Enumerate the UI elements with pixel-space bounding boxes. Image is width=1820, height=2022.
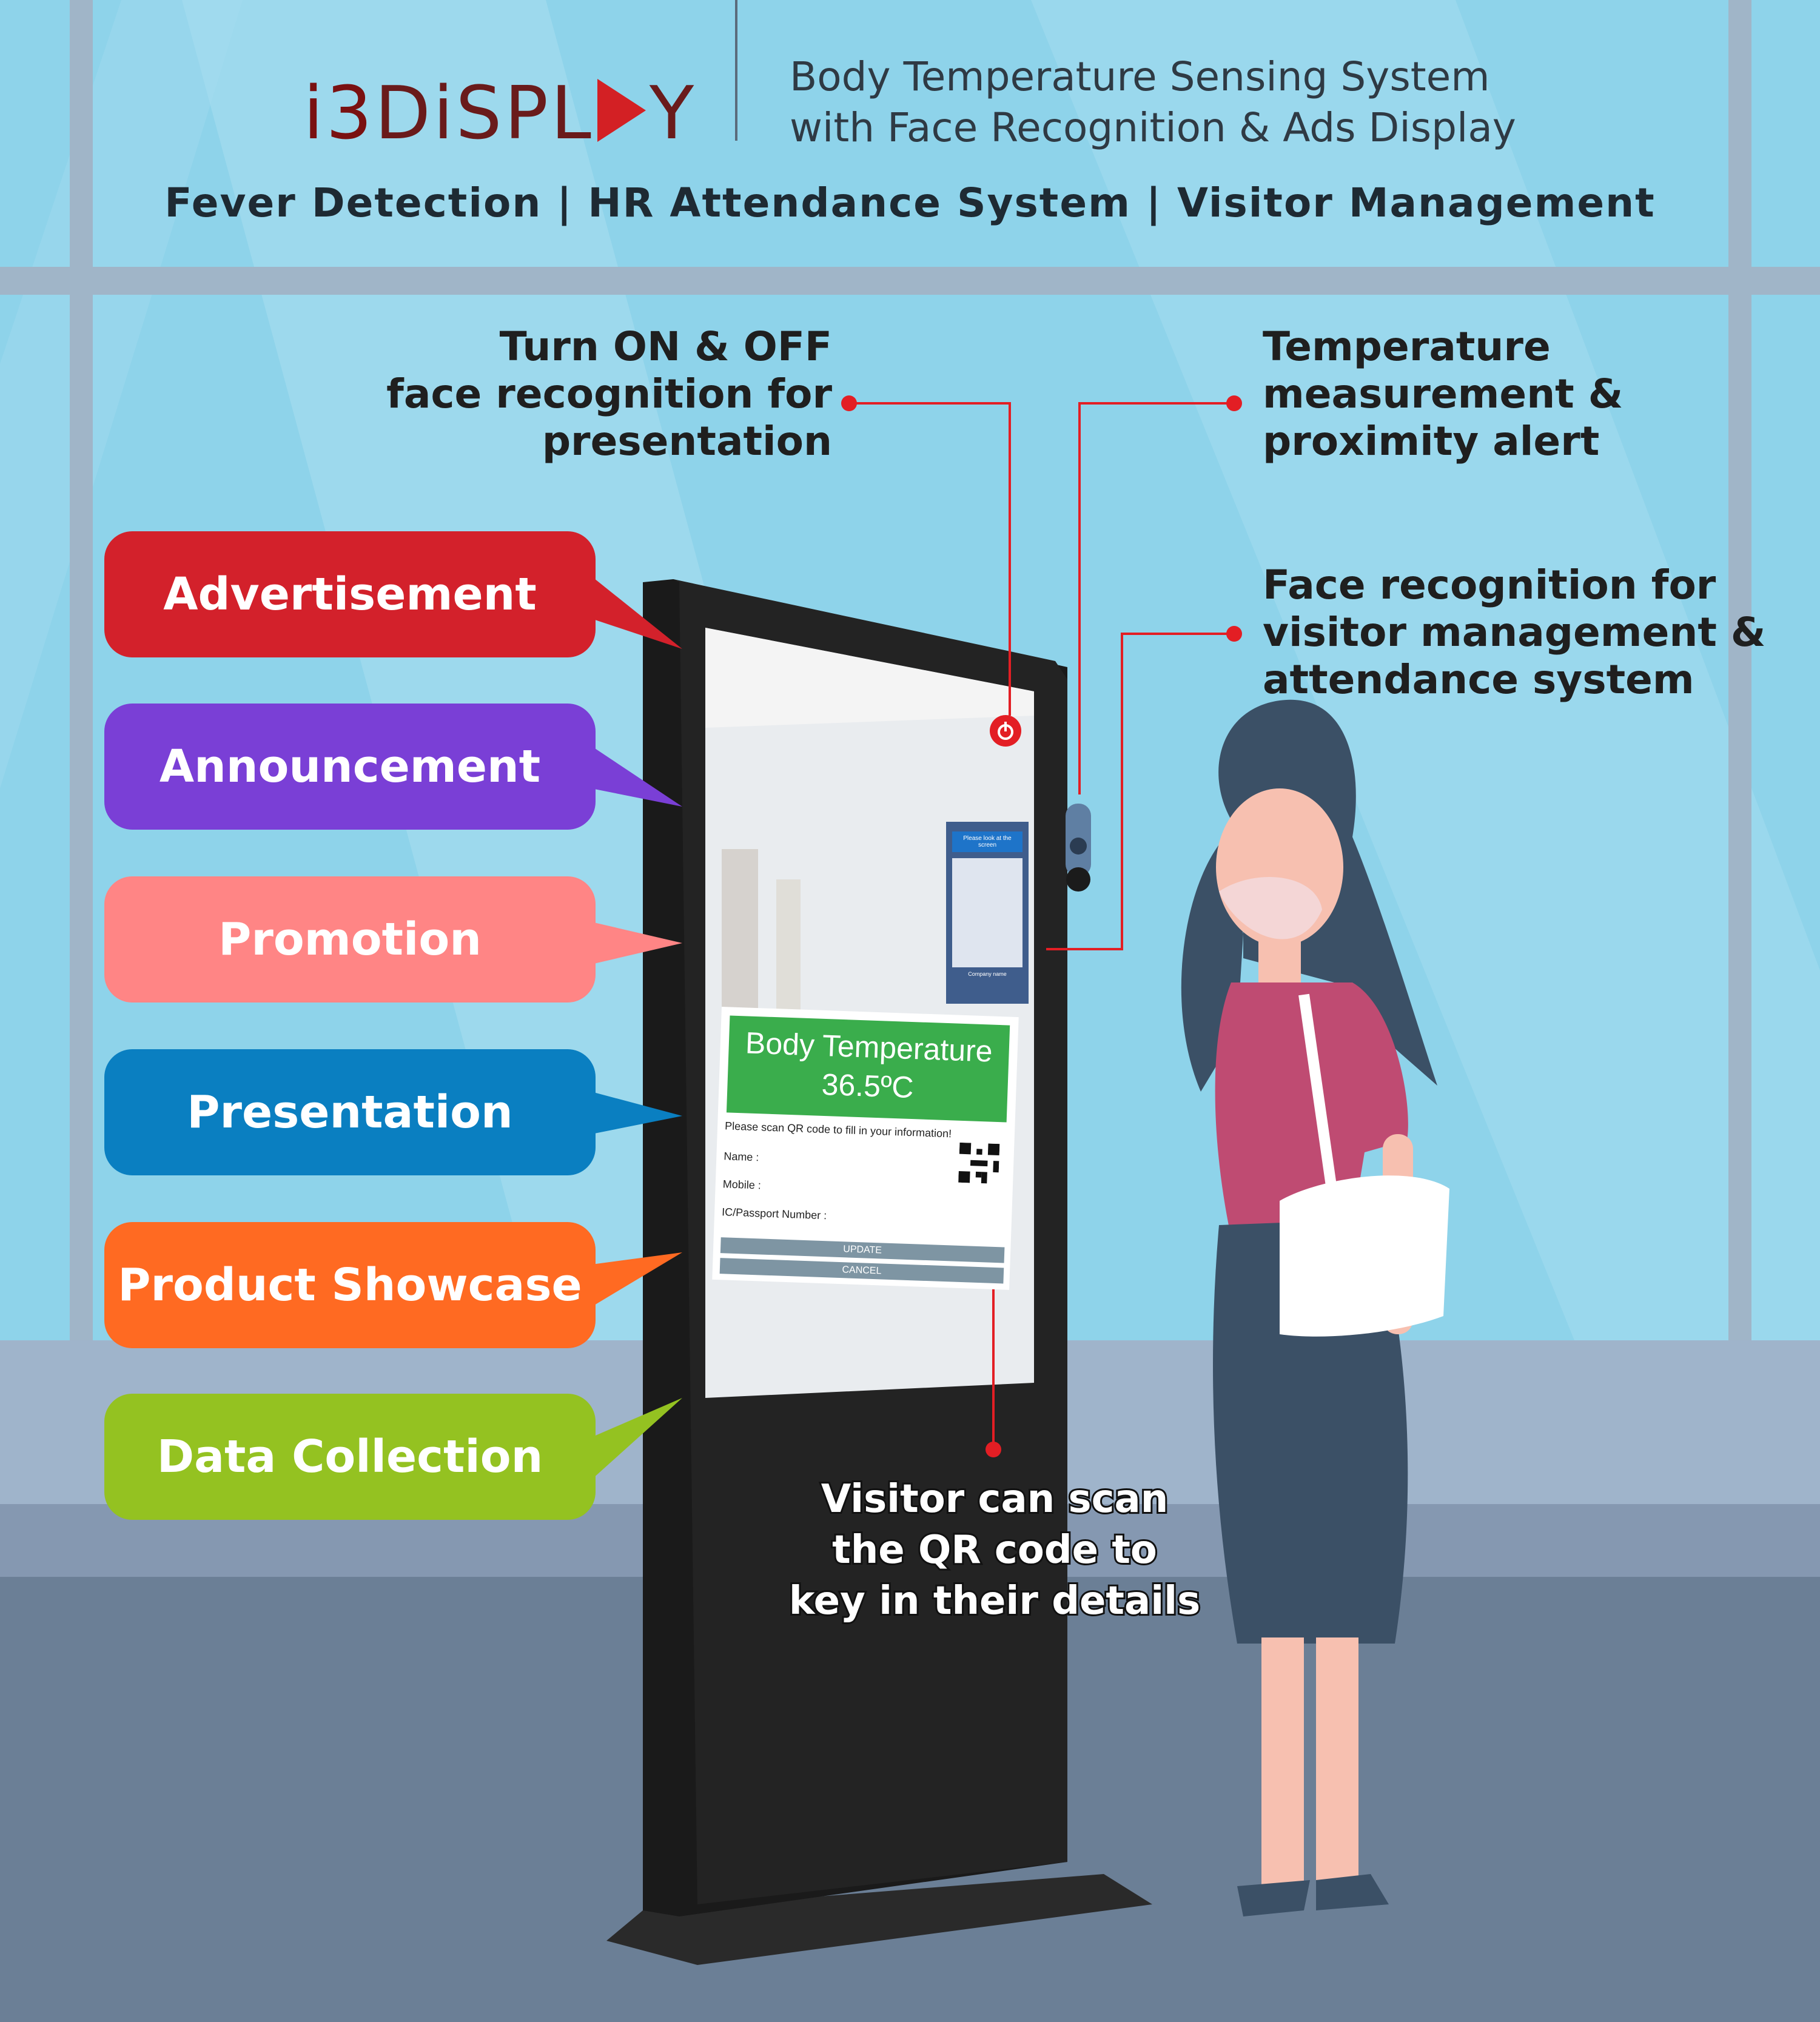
face-callout: Face recognition for visitor management … <box>1263 562 1765 704</box>
face-callout-line-2: visitor management & <box>1263 609 1766 656</box>
temperature-callout-line-3: proximity alert <box>1263 418 1600 465</box>
temperature-readout: Body Temperature 36.5ºC <box>726 1015 1010 1123</box>
visitor-callout-line-3: key in their details <box>787 1577 1202 1625</box>
id-field-label: IC/Passport Number : <box>721 1206 827 1222</box>
qr-code-icon[interactable] <box>958 1142 1000 1184</box>
company-name-label: Company name <box>968 971 1007 977</box>
temperature-callout: Temperature measurement & proximity aler… <box>1263 323 1623 465</box>
face-prompt: Please look at the screen <box>952 831 1022 852</box>
visitor-callout: Visitor can scan the QR code to key in t… <box>787 1474 1202 1627</box>
power-callout-line-1: Turn ON & OFF <box>499 323 832 370</box>
feature-announcement: Announcement <box>104 704 596 830</box>
power-callout-line-2: face recognition for <box>386 371 832 417</box>
cancel-button[interactable]: CANCEL <box>719 1258 1004 1284</box>
name-field-label: Name : <box>724 1150 759 1164</box>
power-callout: Turn ON & OFF face recognition for prese… <box>376 323 832 465</box>
tagline: Fever Detection | HR Attendance System |… <box>164 180 1656 226</box>
feature-presentation: Presentation <box>104 1049 596 1175</box>
visitor-callout-line-2: the QR code to <box>830 1526 1159 1574</box>
feature-product-showcase: Product Showcase <box>104 1222 596 1348</box>
temperature-callout-line-1: Temperature <box>1263 323 1551 370</box>
temperature-callout-line-2: measurement & <box>1263 371 1624 417</box>
scan-prompt: Please scan QR code to fill in your info… <box>724 1120 952 1140</box>
power-callout-line-3: presentation <box>542 418 832 465</box>
face-recognition-panel: Please look at the screen Company name <box>946 822 1029 1004</box>
header-divider <box>735 0 737 141</box>
face-callout-line-1: Face recognition for <box>1263 562 1716 608</box>
feature-data-collection: Data Collection <box>104 1394 596 1520</box>
temperature-form-panel: Body Temperature 36.5ºC Please scan QR c… <box>712 1007 1019 1290</box>
face-avatar-frame <box>952 858 1022 967</box>
subtitle-line-1: Body Temperature Sensing System <box>790 53 1490 100</box>
subtitle-line-2: with Face Recognition & Ads Display <box>790 104 1516 151</box>
feature-promotion: Promotion <box>104 876 596 1003</box>
feature-advertisement: Advertisement <box>104 531 596 657</box>
mobile-field-label: Mobile : <box>722 1178 762 1192</box>
face-callout-line-3: attendance system <box>1263 656 1694 703</box>
visitor-callout-line-1: Visitor can scan <box>819 1475 1170 1523</box>
